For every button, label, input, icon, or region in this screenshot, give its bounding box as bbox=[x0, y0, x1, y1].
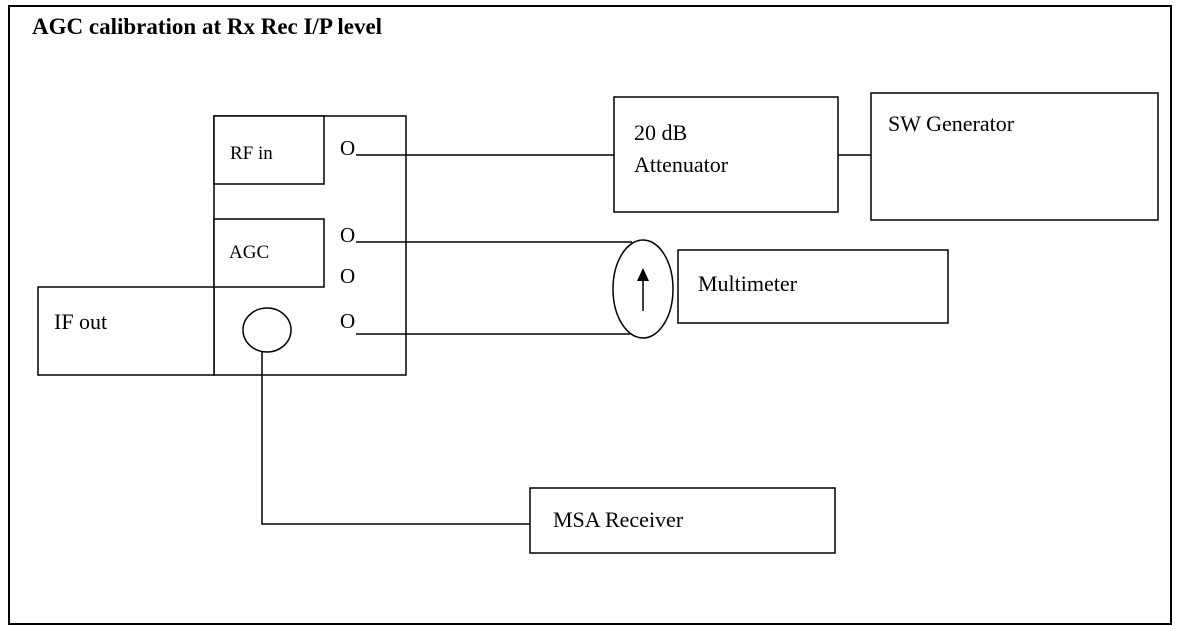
up-arrow-icon bbox=[637, 268, 649, 281]
agc-box bbox=[213, 218, 325, 288]
agc-label: AGC bbox=[229, 242, 269, 263]
multimeter-label: Multimeter bbox=[698, 271, 798, 296]
if-output-connector bbox=[242, 307, 292, 353]
diagram-title: AGC calibration at Rx Rec I/P level bbox=[32, 14, 383, 39]
agc-port-glyph-3: O bbox=[340, 309, 355, 333]
multimeter-box bbox=[677, 249, 949, 324]
agc-port-glyph-1: O bbox=[340, 223, 355, 247]
rf-in-box bbox=[213, 115, 325, 185]
if-out-box bbox=[37, 286, 215, 376]
if-out-label: IF out bbox=[54, 309, 107, 334]
if-to-msa-receiver-wire bbox=[261, 352, 530, 525]
rf-port-glyph: O bbox=[340, 136, 355, 160]
attenuator-label-line2: Attenuator bbox=[634, 152, 729, 177]
agc-port-glyph-2: O bbox=[340, 264, 355, 288]
sw-generator-label: SW Generator bbox=[888, 111, 1015, 136]
msa-receiver-box bbox=[529, 487, 836, 554]
sw-generator-box bbox=[870, 92, 1159, 221]
block-diagram: IF out RF in AGC O O O O 20 dB Attenuato… bbox=[37, 92, 1159, 554]
msa-receiver-label: MSA Receiver bbox=[553, 507, 684, 532]
attenuator-box bbox=[613, 96, 839, 213]
rf-in-label: RF in bbox=[230, 143, 273, 164]
attenuator-label-line1: 20 dB bbox=[634, 120, 687, 145]
